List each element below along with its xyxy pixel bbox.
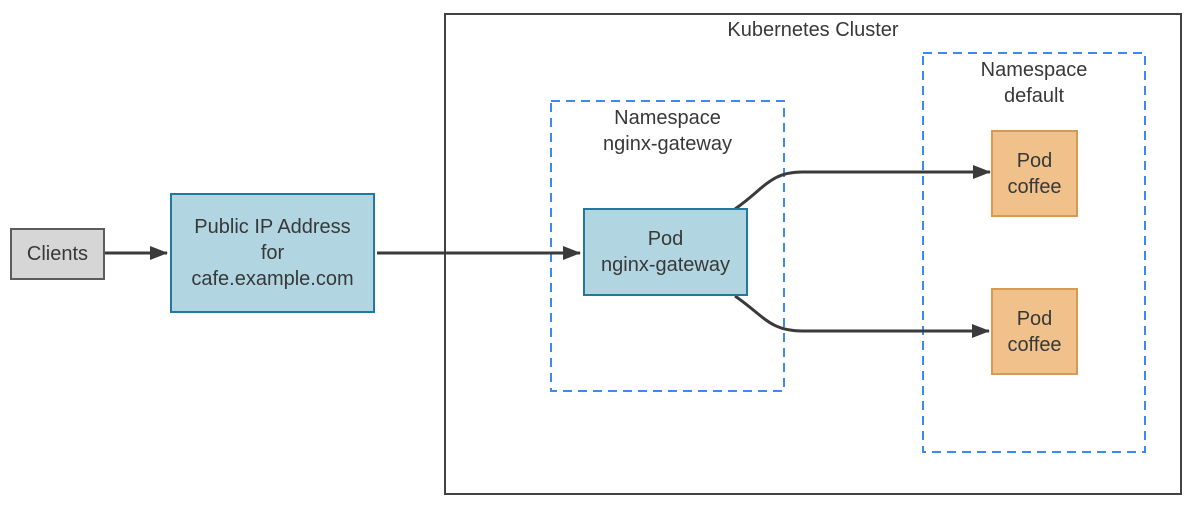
kubernetes-cluster-title: Kubernetes Cluster [727, 19, 899, 41]
namespace-default-label: Namespace default [980, 59, 1088, 107]
clients-node: Clients [10, 228, 105, 280]
public-ip-node: Public IP Address for cafe.example.com [170, 193, 375, 313]
pod-coffee-bottom-node: Pod coffee [991, 288, 1078, 375]
pod-nginx-gateway-node: Pod nginx-gateway [583, 208, 748, 296]
namespace-nginx-gateway-label: Namespace nginx-gateway [603, 107, 732, 155]
pod-coffee-top-node: Pod coffee [991, 130, 1078, 217]
